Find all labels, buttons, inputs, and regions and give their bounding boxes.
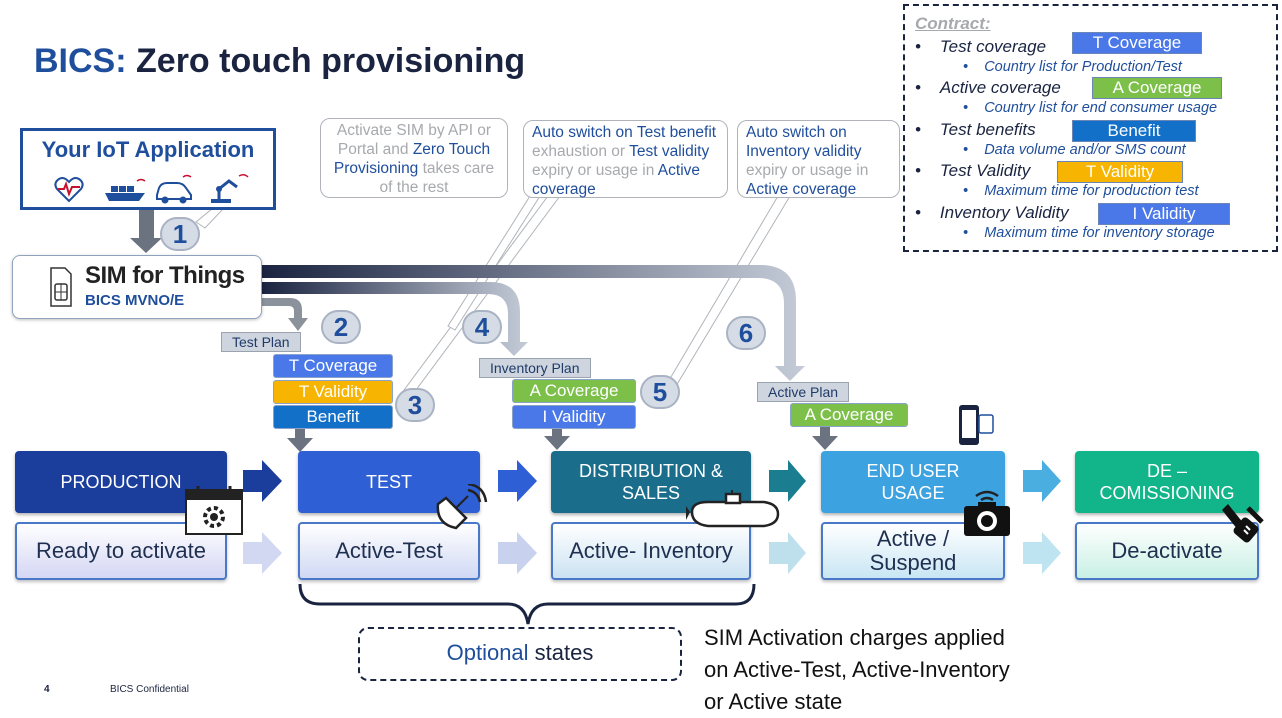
tag-t-validity: T Validity — [273, 380, 393, 404]
contract-desc: • Country list for end consumer usage — [963, 100, 1218, 116]
iot-application-box: Your IoT Application — [20, 128, 276, 210]
sim-for-things-box: SIM for Things BICS MVNO/E — [12, 255, 262, 319]
tag-a-coverage-active: A Coverage — [790, 403, 908, 427]
app-to-sim-arrow — [130, 210, 162, 253]
step-number-4: 4 — [462, 310, 502, 344]
camera-icon — [964, 490, 1010, 536]
testplan-down-arrow — [287, 428, 313, 452]
submarine-icon — [686, 490, 780, 528]
contract-legend: Contract: • Test coverage T Coverage • C… — [903, 4, 1278, 252]
stage-arrow-2 — [498, 460, 537, 502]
activation-charges-note: SIM Activation charges applied on Active… — [704, 625, 1010, 714]
test-plan-label: Test Plan — [221, 332, 301, 352]
callout-test-switch: Auto switch on Test benefit exhaustion o… — [523, 120, 728, 198]
state-active-suspend: Active / Suspend — [821, 522, 1005, 580]
contract-item: • Active coverage — [915, 78, 1061, 97]
contract-desc: • Country list for Production/Test — [963, 59, 1182, 75]
callout-activate-sim: Activate SIM by API or Portal and Zero T… — [320, 118, 508, 198]
page-number: 4 — [44, 684, 50, 695]
robot-arm-icon — [211, 173, 249, 203]
confidential-label: BICS Confidential — [110, 684, 189, 695]
step-number-6: 6 — [726, 316, 766, 350]
iot-application-label: Your IoT Application — [41, 137, 255, 162]
sim-to-testplan-arrow — [262, 298, 308, 331]
tag-i-validity: I Validity — [512, 405, 636, 429]
contract-tag-t-validity: T Validity — [1057, 161, 1183, 183]
contract-desc: • Data volume and/or SMS count — [963, 142, 1186, 158]
ship-icon — [105, 178, 146, 201]
state-arrow-3 — [769, 532, 806, 574]
stage-production: PRODUCTION — [15, 451, 227, 513]
active-plan-label: Active Plan — [757, 382, 850, 402]
contract-desc: • Maximum time for inventory storage — [963, 225, 1215, 241]
contract-tag-a-coverage: A Coverage — [1092, 77, 1222, 99]
state-de-activate: De-activate — [1075, 522, 1259, 580]
calendar-gear-icon — [185, 486, 243, 535]
callout-inventory-switch: Auto switch on Inventory validity expiry… — [737, 120, 900, 198]
callout3-leader — [667, 195, 791, 387]
step-number-1: 1 — [160, 217, 200, 251]
tag-a-coverage-inventory: A Coverage — [512, 379, 636, 403]
state-active-test: Active-Test — [298, 522, 480, 580]
stage-arrow-4 — [1023, 460, 1061, 502]
step-number-3: 3 — [395, 388, 435, 422]
activeplan-down-arrow — [812, 424, 838, 450]
step-number-5: 5 — [640, 375, 680, 409]
optional-states-box: Optional states — [358, 627, 682, 681]
step-number-2: 2 — [321, 310, 361, 344]
contract-desc: • Maximum time for production test — [963, 183, 1199, 199]
sim-sub-label: BICS MVNO/E — [85, 292, 185, 309]
state-arrow-1 — [243, 532, 282, 574]
iot-icons — [54, 173, 249, 204]
state-arrow-2 — [498, 532, 537, 574]
tag-t-coverage: T Coverage — [273, 354, 393, 378]
state-active-inventory: Active- Inventory — [551, 522, 751, 580]
heart-monitor-icon — [54, 177, 84, 203]
mobile-phone-icon — [959, 405, 994, 445]
sim-brand-label: SIM for Things — [85, 262, 245, 289]
contract-tag-i-validity: I Validity — [1098, 203, 1230, 225]
contract-tag-t-coverage: T Coverage — [1072, 32, 1202, 54]
knife-tool-icon — [1222, 504, 1264, 543]
satellite-dish-icon — [436, 484, 488, 530]
sim-to-activeplan-arrow — [262, 265, 805, 381]
stage-arrow-1 — [243, 460, 282, 502]
tag-benefit: Benefit — [273, 405, 393, 429]
sim-to-inventoryplan-arrow — [262, 282, 528, 356]
stage-end-user-usage: END USER USAGE — [821, 451, 1005, 513]
callout2-leader-b — [447, 195, 541, 331]
inventoryplan-down-arrow — [544, 424, 570, 450]
car-icon — [156, 174, 192, 204]
contract-item: • Test benefits — [915, 120, 1036, 139]
contract-item: • Inventory Validity — [915, 203, 1069, 222]
contract-heading: Contract: — [915, 14, 991, 33]
optional-brace — [298, 583, 756, 625]
contract-item: • Test Validity — [915, 161, 1031, 180]
state-arrow-4 — [1023, 532, 1061, 574]
contract-tag-benefit: Benefit — [1072, 120, 1196, 142]
page-title: BICS: Zero touch provisioning — [34, 42, 526, 80]
sim-card-icon — [50, 267, 72, 307]
stage-arrow-3 — [769, 460, 806, 502]
inventory-plan-label: Inventory Plan — [479, 358, 591, 378]
stage-decommissioning: DE – COMISSIONING — [1075, 451, 1259, 513]
contract-item: • Test coverage — [915, 37, 1047, 56]
